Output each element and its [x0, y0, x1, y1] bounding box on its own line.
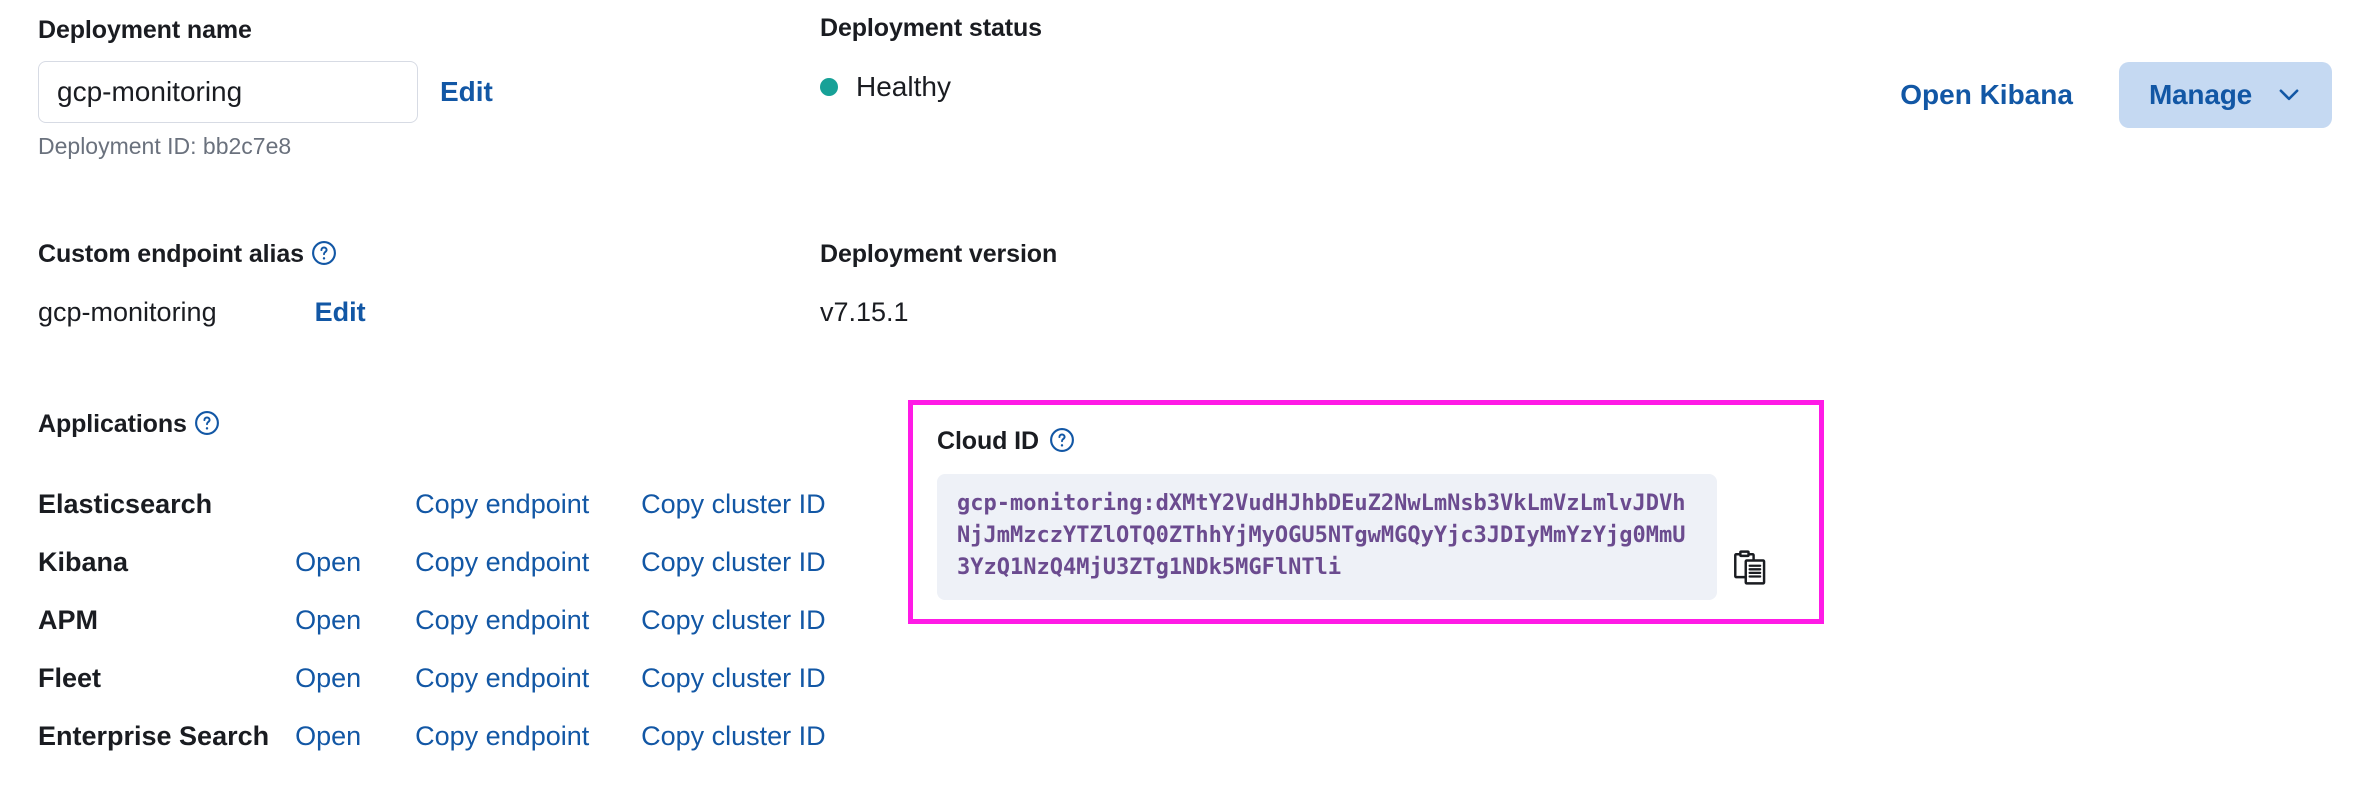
cloud-id-section: Cloud ID gcp-monitoring:dXMtY2VudHJhbDEu… — [908, 400, 1824, 624]
table-row: Fleet Open Copy endpoint Copy cluster ID — [38, 649, 861, 707]
copy-endpoint-link[interactable]: Copy endpoint — [415, 488, 590, 519]
applications-label-text: Applications — [38, 410, 187, 438]
custom-endpoint-alias-value: gcp-monitoring — [38, 297, 217, 327]
custom-endpoint-alias-label: Custom endpoint alias — [38, 240, 366, 269]
edit-custom-endpoint-alias-link[interactable]: Edit — [314, 297, 366, 327]
help-circle-icon[interactable] — [194, 410, 220, 436]
copy-cluster-id-link[interactable]: Copy cluster ID — [641, 720, 826, 751]
copy-cluster-id-link[interactable]: Copy cluster ID — [641, 662, 826, 693]
table-row: Kibana Open Copy endpoint Copy cluster I… — [38, 533, 861, 591]
open-application-link[interactable]: Open — [295, 604, 362, 635]
deployment-name-label: Deployment name — [38, 16, 252, 44]
custom-endpoint-alias-section: Custom endpoint alias gcp-monitoring Edi… — [38, 240, 366, 328]
custom-endpoint-alias-label-text: Custom endpoint alias — [38, 240, 304, 268]
deployment-name-section: Deployment name Edit Deployment ID: bb2c… — [38, 16, 493, 160]
applications-table: Elasticsearch Copy endpoint Copy cluster… — [38, 475, 861, 765]
copy-endpoint-link[interactable]: Copy endpoint — [415, 604, 590, 635]
open-application-link[interactable]: Open — [295, 662, 362, 693]
open-application-link[interactable]: Open — [295, 546, 362, 577]
cloud-id-label-row: Cloud ID — [937, 427, 1795, 456]
open-kibana-link[interactable]: Open Kibana — [1900, 79, 2073, 110]
manage-button[interactable]: Manage — [2118, 62, 2332, 128]
deployment-status-row: Healthy — [820, 71, 1042, 103]
cloud-id-label: Cloud ID — [937, 427, 1039, 455]
application-name: Enterprise Search — [38, 720, 270, 751]
open-application-link[interactable]: Open — [295, 720, 362, 751]
applications-section: Applications Elasticsearch Copy endpoint… — [38, 410, 861, 765]
status-dot-icon — [820, 78, 838, 96]
table-row: Enterprise Search Open Copy endpoint Cop… — [38, 707, 861, 765]
deployment-version-label: Deployment version — [820, 240, 1058, 268]
copy-clipboard-icon — [1733, 550, 1767, 589]
table-row: Elasticsearch Copy endpoint Copy cluster… — [38, 475, 861, 533]
cloud-id-body: gcp-monitoring:dXMtY2VudHJhbDEuZ2NwLmNsb… — [937, 474, 1795, 600]
table-row: APM Open Copy endpoint Copy cluster ID — [38, 591, 861, 649]
copy-cluster-id-link[interactable]: Copy cluster ID — [641, 546, 826, 577]
deployment-status-section: Deployment status Healthy — [820, 14, 1042, 103]
status-badge: Healthy — [856, 71, 951, 102]
cloud-id-value[interactable]: gcp-monitoring:dXMtY2VudHJhbDEuZ2NwLmNsb… — [937, 474, 1717, 600]
manage-button-label: Manage — [2148, 79, 2252, 110]
application-name: Kibana — [38, 546, 129, 577]
application-name: Fleet — [38, 662, 102, 693]
copy-endpoint-link[interactable]: Copy endpoint — [415, 662, 590, 693]
copy-cluster-id-link[interactable]: Copy cluster ID — [641, 604, 826, 635]
deployment-id-text: Deployment ID: bb2c7e8 — [38, 133, 292, 159]
help-circle-icon[interactable] — [311, 240, 337, 266]
top-actions-bar: Open Kibana Manage — [1900, 62, 2332, 128]
copy-endpoint-link[interactable]: Copy endpoint — [415, 720, 590, 751]
copy-cloud-id-button[interactable] — [1733, 550, 1767, 586]
chevron-down-icon — [2276, 81, 2302, 110]
help-circle-icon[interactable] — [1049, 427, 1075, 453]
application-name: Elasticsearch — [38, 488, 213, 519]
deployment-version-value: v7.15.1 — [820, 297, 909, 327]
deployment-name-input[interactable] — [38, 61, 418, 123]
deployment-status-label: Deployment status — [820, 14, 1042, 42]
edit-deployment-name-link[interactable]: Edit — [440, 76, 493, 107]
custom-endpoint-alias-row: gcp-monitoring Edit — [38, 297, 366, 328]
copy-endpoint-link[interactable]: Copy endpoint — [415, 546, 590, 577]
applications-label: Applications — [38, 410, 861, 439]
application-name: APM — [38, 604, 98, 635]
copy-cluster-id-link[interactable]: Copy cluster ID — [641, 488, 826, 519]
deployment-version-section: Deployment version v7.15.1 — [820, 240, 1057, 328]
deployment-name-row: Edit — [38, 45, 493, 123]
